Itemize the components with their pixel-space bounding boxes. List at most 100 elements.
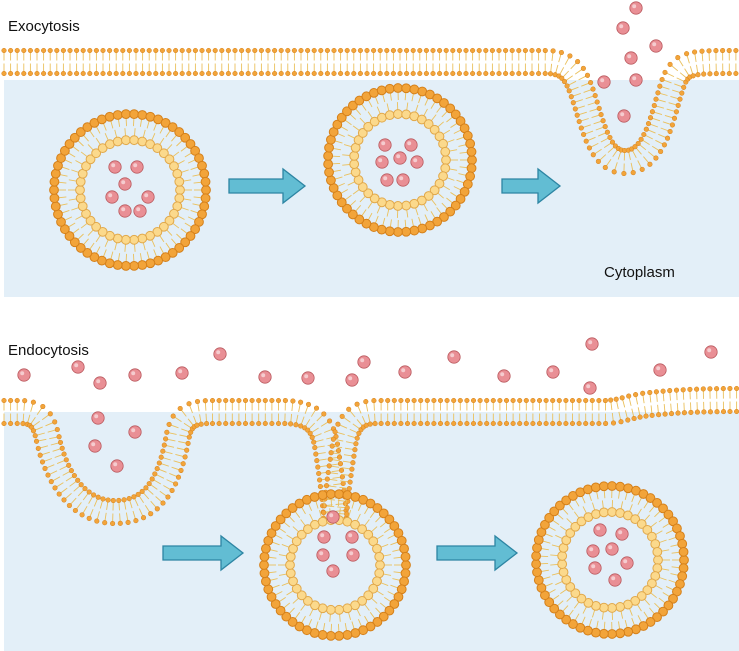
lipid-head xyxy=(334,489,345,500)
process-arrow-icon xyxy=(228,167,307,205)
lipid xyxy=(586,142,599,151)
lipid xyxy=(629,146,637,159)
lipid-head xyxy=(158,221,169,232)
lipid-head xyxy=(642,585,653,596)
lipid xyxy=(600,134,613,143)
lipid xyxy=(336,507,349,514)
lipid-head xyxy=(91,221,102,232)
exocytosis-vesicle-fusing xyxy=(323,83,477,237)
lipid-head xyxy=(429,185,440,196)
lipid xyxy=(310,405,320,417)
lipid xyxy=(144,505,154,517)
lipid xyxy=(635,140,647,151)
lipid xyxy=(547,63,554,77)
exocytosis-released-cargo-group xyxy=(597,1,663,123)
lipid xyxy=(193,415,200,428)
lipid-head xyxy=(376,85,387,96)
lipid xyxy=(598,129,610,137)
pit-cargo-group xyxy=(88,411,142,473)
lipid xyxy=(329,443,343,449)
lipid xyxy=(305,422,316,433)
lipid xyxy=(49,434,62,440)
lipid-head xyxy=(590,482,601,493)
cargo-highlight xyxy=(632,76,637,81)
lipid-head xyxy=(336,112,347,123)
lipid xyxy=(649,109,663,116)
lipid xyxy=(312,445,325,451)
lipid-head xyxy=(650,539,661,549)
lipid-head xyxy=(137,260,148,270)
lipid-head xyxy=(607,629,617,639)
free-vesicle-cargo-group xyxy=(586,523,634,587)
cargo-molecule xyxy=(497,369,511,383)
endocytosis-free-vesicle xyxy=(531,481,689,639)
lipid xyxy=(47,426,60,433)
lipid-head xyxy=(378,611,389,622)
lipid-head xyxy=(652,546,663,557)
lipid-head xyxy=(450,109,461,120)
cargo-highlight xyxy=(108,193,113,198)
lipid xyxy=(324,426,337,433)
lipid-head xyxy=(347,100,358,111)
lipid xyxy=(117,513,123,526)
lipid xyxy=(132,510,139,524)
lipid xyxy=(593,118,606,125)
lipid-head xyxy=(354,95,365,106)
lipid-head xyxy=(288,576,298,587)
lipid-head xyxy=(384,110,395,121)
lipid-head xyxy=(350,167,361,178)
lipid-head xyxy=(180,132,191,143)
cargo-molecule xyxy=(301,371,315,385)
lipid-head xyxy=(636,519,647,529)
process-arrow-icon xyxy=(501,167,562,205)
lipid xyxy=(179,434,192,440)
cargo-highlight xyxy=(619,24,624,29)
lipid xyxy=(346,441,359,447)
lipid xyxy=(323,483,337,489)
cargo-highlight xyxy=(401,368,406,373)
lipid xyxy=(626,393,632,406)
lipid xyxy=(177,405,187,417)
lipid xyxy=(558,49,564,63)
lipid-head xyxy=(296,590,307,601)
lipid-head xyxy=(349,159,360,170)
lipid-head xyxy=(663,509,674,520)
cargo-molecule xyxy=(71,360,85,374)
lipid xyxy=(328,450,342,456)
lipid xyxy=(674,83,687,90)
cargo-highlight xyxy=(74,363,79,368)
lipid-head xyxy=(400,551,411,562)
lipid xyxy=(54,451,67,458)
lipid xyxy=(564,53,573,65)
cargo-molecule xyxy=(378,138,392,152)
lipid xyxy=(684,68,693,80)
cargo-highlight xyxy=(623,559,628,564)
exocytosis-vesicle-start xyxy=(49,109,211,271)
lipid xyxy=(41,411,53,421)
lipid-head xyxy=(287,503,298,513)
cargo-highlight xyxy=(131,428,136,433)
cargo-molecule xyxy=(546,365,560,379)
cargo-molecule xyxy=(130,160,144,174)
lipid xyxy=(684,51,690,64)
extracellular-cargo-group xyxy=(17,337,718,395)
process-arrow-icon xyxy=(436,534,519,572)
cargo-molecule xyxy=(317,530,331,544)
lipid-head xyxy=(285,560,295,570)
lipid-head xyxy=(557,551,568,561)
cargo-molecule xyxy=(398,365,412,379)
lipid-head xyxy=(607,507,617,517)
lipid-head xyxy=(180,237,191,248)
lipid-head xyxy=(678,563,689,574)
lipid-head xyxy=(393,109,403,119)
cargo-molecule xyxy=(605,542,619,556)
lipid-head xyxy=(75,185,85,195)
lipid xyxy=(637,407,643,420)
lipid-head xyxy=(642,524,653,535)
lipid-head xyxy=(549,506,560,517)
cargo-molecule xyxy=(597,75,611,89)
lipid xyxy=(578,72,591,81)
lipid xyxy=(611,162,618,175)
lipid-head xyxy=(434,178,445,189)
lipid xyxy=(170,413,182,422)
